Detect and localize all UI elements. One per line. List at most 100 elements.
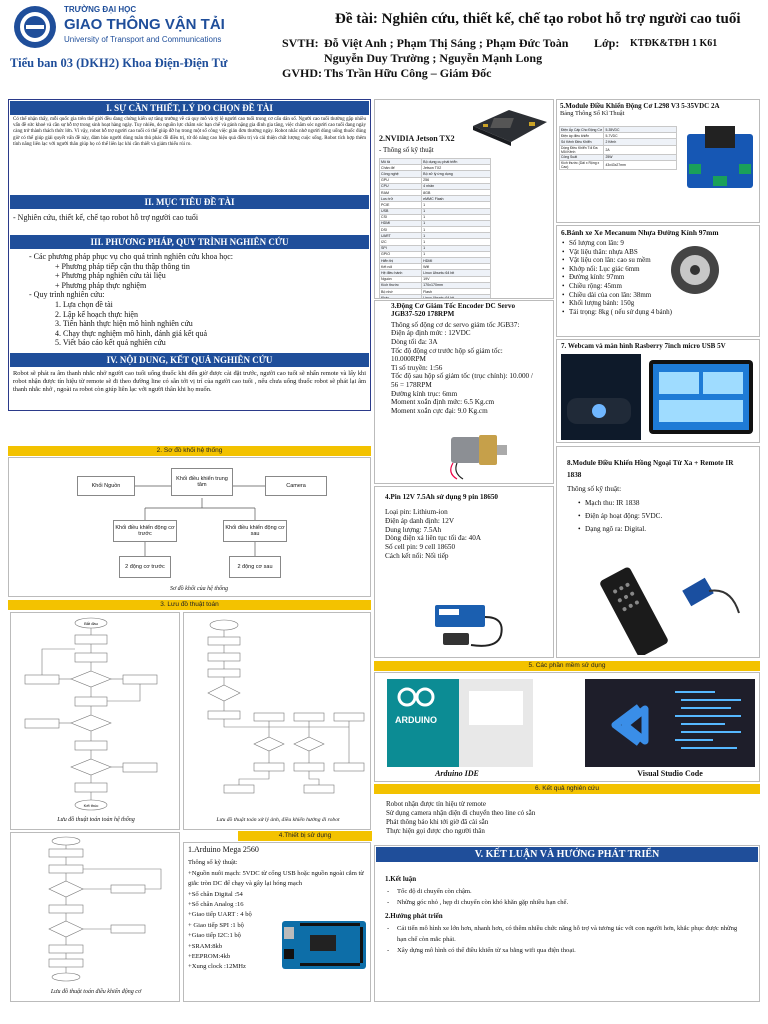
flowchart-bar: 3. Lưu đồ thuật toán xyxy=(8,600,371,610)
arduino-mega-spec-line: Thông số kỹ thuật: xyxy=(188,859,238,867)
arduino-mega-spec-line: +Giao tiếp UART : 4 bộ xyxy=(188,911,252,919)
section2-body: - Nghiên cứu, thiết kế, chế tạo robot hỗ… xyxy=(13,213,199,222)
university-name-line1: TRƯỜNG ĐẠI HỌC xyxy=(64,5,137,14)
l298-spec-value: 2 Kênh xyxy=(603,138,677,146)
development-heading: 2.Hướng phát triển xyxy=(385,912,443,920)
arduino-mega-spec-line: +Số chân Analog :16 xyxy=(188,901,244,909)
battery-image xyxy=(435,605,503,647)
mecanum-panel: 6.Bánh xe Xe Mecanum Nhựa Đường Kính 97m… xyxy=(556,225,760,337)
block-front-motor-driver: Khối điều khiển động cơ trước xyxy=(113,520,177,542)
arduino-mega-spec-line: +EEPROM:4kb xyxy=(188,953,231,961)
battery-spec-line: Cách kết nối: Nối tiếp xyxy=(385,551,449,560)
arduino-mega-title: 1.Arduino Mega 2560 xyxy=(188,845,259,854)
motor-spec-line: Tốc độ sau hộp số giảm tốc (trục chính):… xyxy=(391,372,533,389)
flowchart-motor-graphic xyxy=(48,836,162,982)
battery-spec-line: Điện áp danh định: 12V xyxy=(385,516,455,525)
gvhd-label: GVHD: xyxy=(282,66,322,80)
motor-spec-line: Điện áp định mức : 12VDC xyxy=(391,329,471,338)
l298-spec-value: 2A xyxy=(603,144,677,155)
block-rear-motor-driver: Khối điều khiển động cơ sau xyxy=(223,520,287,542)
block-rear-motors: 2 động cơ sau xyxy=(229,556,281,578)
svth-line1: Đỗ Việt Anh ; Phạm Thị Sáng ; Phạm Đức T… xyxy=(324,36,569,50)
process-line: - Quy trình nghiên cứu: xyxy=(29,290,105,300)
flowchart-motor-caption: Lưu đồ thuật toán điều khiển động cơ xyxy=(50,989,142,995)
conclusion-list: -Tốc độ di chuyển còn chậm.-Những góc nh… xyxy=(375,883,759,908)
webcam-panel: 7. Webcam và màn hình Rasberry 7inch mic… xyxy=(556,339,760,443)
software-panel: ARDUINO Arduino IDE Visual Studio Code xyxy=(374,672,760,782)
jetson-spec-label: Khác xyxy=(378,294,423,298)
university-name-line3: University of Transport and Communicatio… xyxy=(64,35,222,44)
svth-line2: Nguyễn Duy Trường ; Nguyễn Mạnh Long xyxy=(324,51,543,65)
section1-body: Có thể nhận thấy, mỗi quốc gia trên thế … xyxy=(13,117,366,147)
ir-spec-line: Dạng ngõ ra: Digital. xyxy=(577,523,739,536)
motor-spec-line: Đường kính trục: 6mm xyxy=(391,389,458,398)
class-label: Lớp: xyxy=(594,36,620,50)
motor-spec-line: Moment xoắn cực đại: 9.0 Kg.cm xyxy=(391,406,488,415)
flowchart-vision: Lưu đồ thuật toán xử lý ảnh, điều khiển … xyxy=(183,612,371,830)
motor-spec-line: Dòng tối đa: 3A xyxy=(391,338,438,346)
ir-remote-image xyxy=(600,567,740,655)
section3-list: - Các phương pháp phục vụ cho quá trình … xyxy=(9,250,370,352)
battery-title: 4.Pin 12V 7.5Ah sử dụng 9 pin 18650 xyxy=(385,493,499,501)
ir-module-specs: Mạch thu: IR 1838Điện áp hoạt động: 5VDC… xyxy=(557,497,759,536)
section4-title: IV. NỘI DUNG, KẾT QUẢ NGHIÊN CỨU xyxy=(10,353,369,367)
flowchart-system-graphic: Bắt đầu Kết thúc xyxy=(24,617,158,811)
mecanum-spec-line: Vật liệu thân: nhựa ABS xyxy=(561,248,755,257)
results-bar: 6. Kết quả nghiên cứu xyxy=(374,784,760,794)
flowchart-system: Bắt đầu Kết thúc Lưu đồ thuật toán toàn … xyxy=(10,612,180,830)
section4-body: Robot sẽ phát ra âm thanh nhắc nhở người… xyxy=(13,370,366,393)
conclusion-item-text: Tốc độ di chuyển còn chậm. xyxy=(397,888,472,895)
mecanum-spec-line: Số lượng con lăn: 9 xyxy=(561,239,755,248)
flowchart-end-label: Kết thúc xyxy=(84,803,99,808)
svth-label: SVTH: xyxy=(282,36,319,50)
mecanum-spec-line: Tải trọng: 8kg ( nếu sử dụng 4 bánh) xyxy=(561,308,755,317)
arduino-mega-spec-line: +Số chân Digital :54 xyxy=(188,890,243,898)
development-list: -Cải tiến mô hình xe lớn hơn, nhanh hơn,… xyxy=(375,920,759,956)
poster-title: Đề tài: Nghiên cứu, thiết kế, chế tạo ro… xyxy=(335,11,741,27)
development-item: -Xây dựng mô hình có thể điều khiển từ x… xyxy=(387,945,747,956)
block-camera: Camera xyxy=(265,476,327,496)
section3-title: III. PHƯƠNG PHÁP, QUY TRÌNH NGHIÊN CỨU xyxy=(10,235,369,249)
vscode-label: Visual Studio Code xyxy=(637,769,703,778)
l298-spec-value: 43x43x27mm xyxy=(603,159,677,170)
arduino-mega-spec-line: +SRAM:8kb xyxy=(188,942,223,950)
process-step: 5. Viết báo cáo kết quả nghiên cứu xyxy=(55,338,166,348)
arduino-mega-spec-line: +Nguồn nuôi mạch: 5VDC từ cổng USB hoặc … xyxy=(188,869,364,888)
mecanum-title: 6.Bánh xe Xe Mecanum Nhựa Đường Kính 97m… xyxy=(561,228,719,237)
jetson-spec-value: Linux Ubuntu 64 bit xyxy=(421,294,491,298)
arduino-mega-spec-line: +Xung clock :12MHz xyxy=(188,963,246,971)
subcommittee: Tiểu ban 03 (DKH2) Khoa Điện-Điện Tử xyxy=(10,56,228,70)
arduino-mega-panel: 1.Arduino Mega 2560 Thông số kỹ thuật: +N… xyxy=(183,842,371,1002)
arduino-ide-image: ARDUINO xyxy=(387,679,533,767)
webcam-title: 7. Webcam và màn hình Rasberry 7inch mic… xyxy=(561,342,726,350)
motor-spec-line: Tốc độ động cơ trước hộp số giảm tốc: 10… xyxy=(391,346,503,364)
flowchart-vision-graphic xyxy=(207,619,365,794)
process-step: 1. Lựa chọn đề tài xyxy=(55,299,113,309)
university-logo-icon xyxy=(14,6,56,48)
battery-panel: 4.Pin 12V 7.5Ah sử dụng 9 pin 18650 Loại… xyxy=(374,486,554,658)
battery-spec-line: Số cell pin: 9 cell 18650 xyxy=(385,543,456,552)
l298-subtitle: Bảng Thông Số Kĩ Thuật xyxy=(560,110,625,117)
l298-title: 5.Module Điều Khiển Động Cơ L298 V3 5-35… xyxy=(560,102,720,110)
l298-spec-row: Kích thước (Dài x Rộng x Cao)43x43x27mm xyxy=(558,159,677,170)
result-line: Thực hiện gọi được cho người thân xyxy=(386,827,485,835)
l298-spec-label: Kích thước (Dài x Rộng x Cao) xyxy=(558,159,605,170)
ir-spec-line: Mạch thu: IR 1838 xyxy=(577,497,739,510)
conclusion-panel: V. KẾT LUẬN VÀ HƯỚNG PHÁT TRIỂN 1.Kết lu… xyxy=(374,845,760,1002)
process-step: 2. Lập kế hoạch thực hiện xyxy=(55,309,138,319)
block-power: Khối Nguồn xyxy=(77,476,135,496)
section2-title: II. MỤC TIÊU ĐỀ TÀI xyxy=(10,195,369,209)
motor-specs: Thông số động cơ dc servo giảm tốc JGB37… xyxy=(375,320,553,417)
l298-spec-value: 25W xyxy=(603,153,677,161)
mecanum-spec-line: Vật liệu con lăn: cao su mềm xyxy=(561,256,755,265)
motor-title: 3.Động Cơ Giảm Tốc Encoder DC Servo JGB3… xyxy=(391,302,516,319)
flowchart-system-caption: Lưu đồ thuật toán toàn hệ thống xyxy=(57,817,135,823)
